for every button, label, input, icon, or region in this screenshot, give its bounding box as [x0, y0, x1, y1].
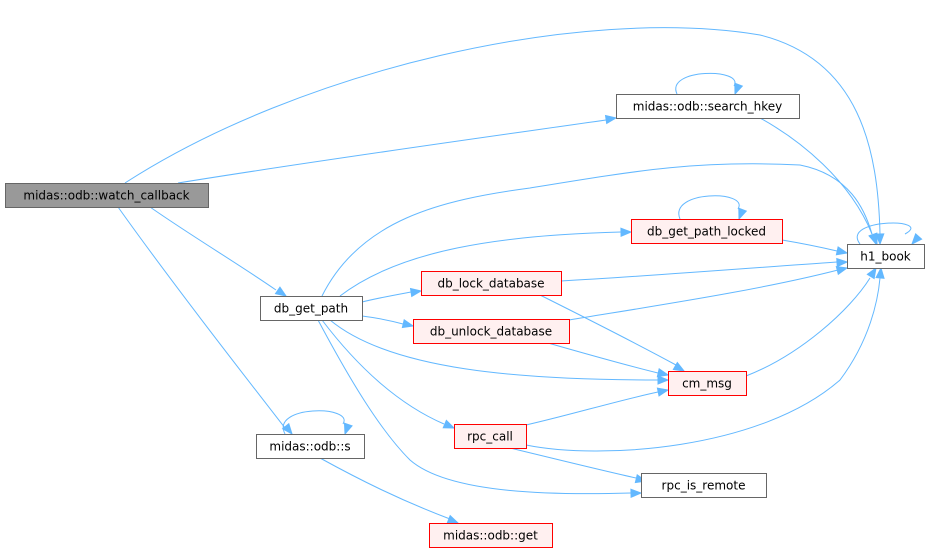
edge-layer — [117, 27, 923, 524]
node-label: midas::odb::get — [443, 529, 538, 543]
arrowhead-icon — [672, 361, 686, 372]
arrowhead-icon — [446, 514, 460, 524]
edge-db_unlock_database-to-cm_msg — [547, 342, 670, 378]
edge-db_get_path_locked-to-db_get_path_locked — [678, 195, 748, 221]
edge-db_get_path-to-h1_book — [321, 163, 878, 297]
node-search-hkey[interactable]: midas::odb::search_hkey — [616, 94, 800, 119]
node-box[interactable] — [429, 523, 553, 548]
node-get[interactable]: midas::odb::get — [429, 523, 553, 548]
arrowhead-icon — [409, 287, 423, 298]
node-box[interactable] — [256, 434, 365, 459]
node-s[interactable]: midas::odb::s — [256, 434, 365, 459]
edge-s-to-get — [319, 457, 460, 524]
node-label: rpc_is_remote — [662, 479, 746, 493]
node-box[interactable] — [847, 244, 925, 269]
edge-watch_callback-to-db_get_path — [149, 206, 288, 297]
edge-watch_callback-to-search_hkey — [177, 114, 618, 184]
node-label: h1_book — [860, 250, 911, 264]
node-label: midas::odb::watch_callback — [23, 189, 189, 203]
arrowhead-icon — [875, 233, 885, 246]
arrowhead-icon — [836, 257, 849, 268]
node-label: rpc_call — [467, 430, 513, 444]
node-rpc-call[interactable]: rpc_call — [454, 424, 527, 449]
arrowhead-icon — [343, 422, 353, 436]
arrowhead-icon — [911, 232, 923, 246]
node-label: db_lock_database — [437, 277, 544, 291]
node-watch-callback[interactable]: midas::odb::watch_callback — [5, 183, 209, 208]
node-box[interactable] — [260, 296, 363, 321]
edge-h1_book-to-h1_book — [856, 222, 923, 246]
node-cm-msg[interactable]: cm_msg — [668, 371, 747, 396]
edge-db_lock_database-to-h1_book — [560, 257, 849, 282]
node-box[interactable] — [5, 183, 209, 208]
node-db-unlock-database[interactable]: db_unlock_database — [413, 319, 570, 344]
arrowhead-icon — [630, 488, 643, 498]
arrowhead-icon — [734, 82, 744, 96]
node-db-lock-database[interactable]: db_lock_database — [421, 271, 562, 296]
node-db-get-path[interactable]: db_get_path — [260, 296, 363, 321]
edge-rpc_call-to-rpc_is_remote — [509, 447, 648, 484]
edge-db_get_path-to-rpc_is_remote — [317, 319, 643, 498]
arrowhead-icon — [620, 227, 633, 237]
arrowhead-icon — [604, 114, 618, 125]
arrowhead-icon — [866, 266, 877, 280]
edge-db_get_path-to-db_get_path_locked — [339, 227, 633, 297]
arrowhead-icon — [657, 375, 670, 385]
arrowhead-icon — [656, 368, 670, 378]
arrowhead-icon — [835, 265, 849, 276]
node-label: db_unlock_database — [430, 325, 552, 339]
node-layer: midas::odb::watch_callback midas::odb::se… — [5, 94, 925, 548]
node-label: midas::odb::s — [269, 440, 350, 454]
edge-db_get_path_locked-to-h1_book — [781, 239, 849, 256]
node-db-get-path-locked[interactable]: db_get_path_locked — [631, 219, 783, 244]
edge-watch_callback-to-h1_book — [124, 27, 885, 246]
arrowhead-icon — [401, 318, 415, 329]
arrowhead-icon — [835, 246, 849, 256]
node-box[interactable] — [421, 271, 562, 296]
node-box[interactable] — [641, 473, 767, 498]
node-h1-book[interactable]: h1_book — [847, 244, 925, 269]
node-box[interactable] — [454, 424, 527, 449]
arrowhead-icon — [868, 232, 878, 246]
node-label: db_get_path_locked — [647, 225, 766, 239]
node-label: midas::odb::search_hkey — [633, 100, 782, 114]
edge-watch_callback-to-s — [117, 206, 293, 436]
arrowhead-icon — [875, 266, 885, 279]
arrowhead-icon — [738, 207, 748, 221]
edge-s-to-s — [282, 410, 353, 436]
node-rpc-is-remote[interactable]: rpc_is_remote — [641, 473, 767, 498]
edge-db_lock_database-to-cm_msg — [539, 294, 686, 372]
edge-db_unlock_database-to-h1_book — [568, 265, 849, 321]
edge-rpc_call-to-h1_book — [525, 266, 885, 452]
arrowhead-icon — [442, 419, 456, 429]
edge-db_get_path-to-db_lock_database — [361, 287, 423, 303]
node-box[interactable] — [616, 94, 800, 119]
edge-db_get_path-to-db_unlock_database — [361, 315, 415, 329]
edge-cm_msg-to-h1_book — [745, 266, 877, 377]
arrowhead-icon — [274, 286, 288, 297]
edge-db_get_path-to-rpc_call — [321, 319, 456, 429]
node-label: cm_msg — [682, 377, 732, 391]
node-box[interactable] — [413, 319, 570, 344]
edge-search_hkey-to-search_hkey — [675, 72, 744, 96]
arrowhead-icon — [281, 422, 293, 436]
edge-db_get_path-to-cm_msg — [329, 319, 670, 385]
arrowhead-icon — [656, 387, 670, 397]
node-label: db_get_path — [274, 302, 348, 316]
node-box[interactable] — [668, 371, 747, 396]
node-box[interactable] — [631, 219, 783, 244]
edge-rpc_call-to-cm_msg — [525, 387, 670, 426]
